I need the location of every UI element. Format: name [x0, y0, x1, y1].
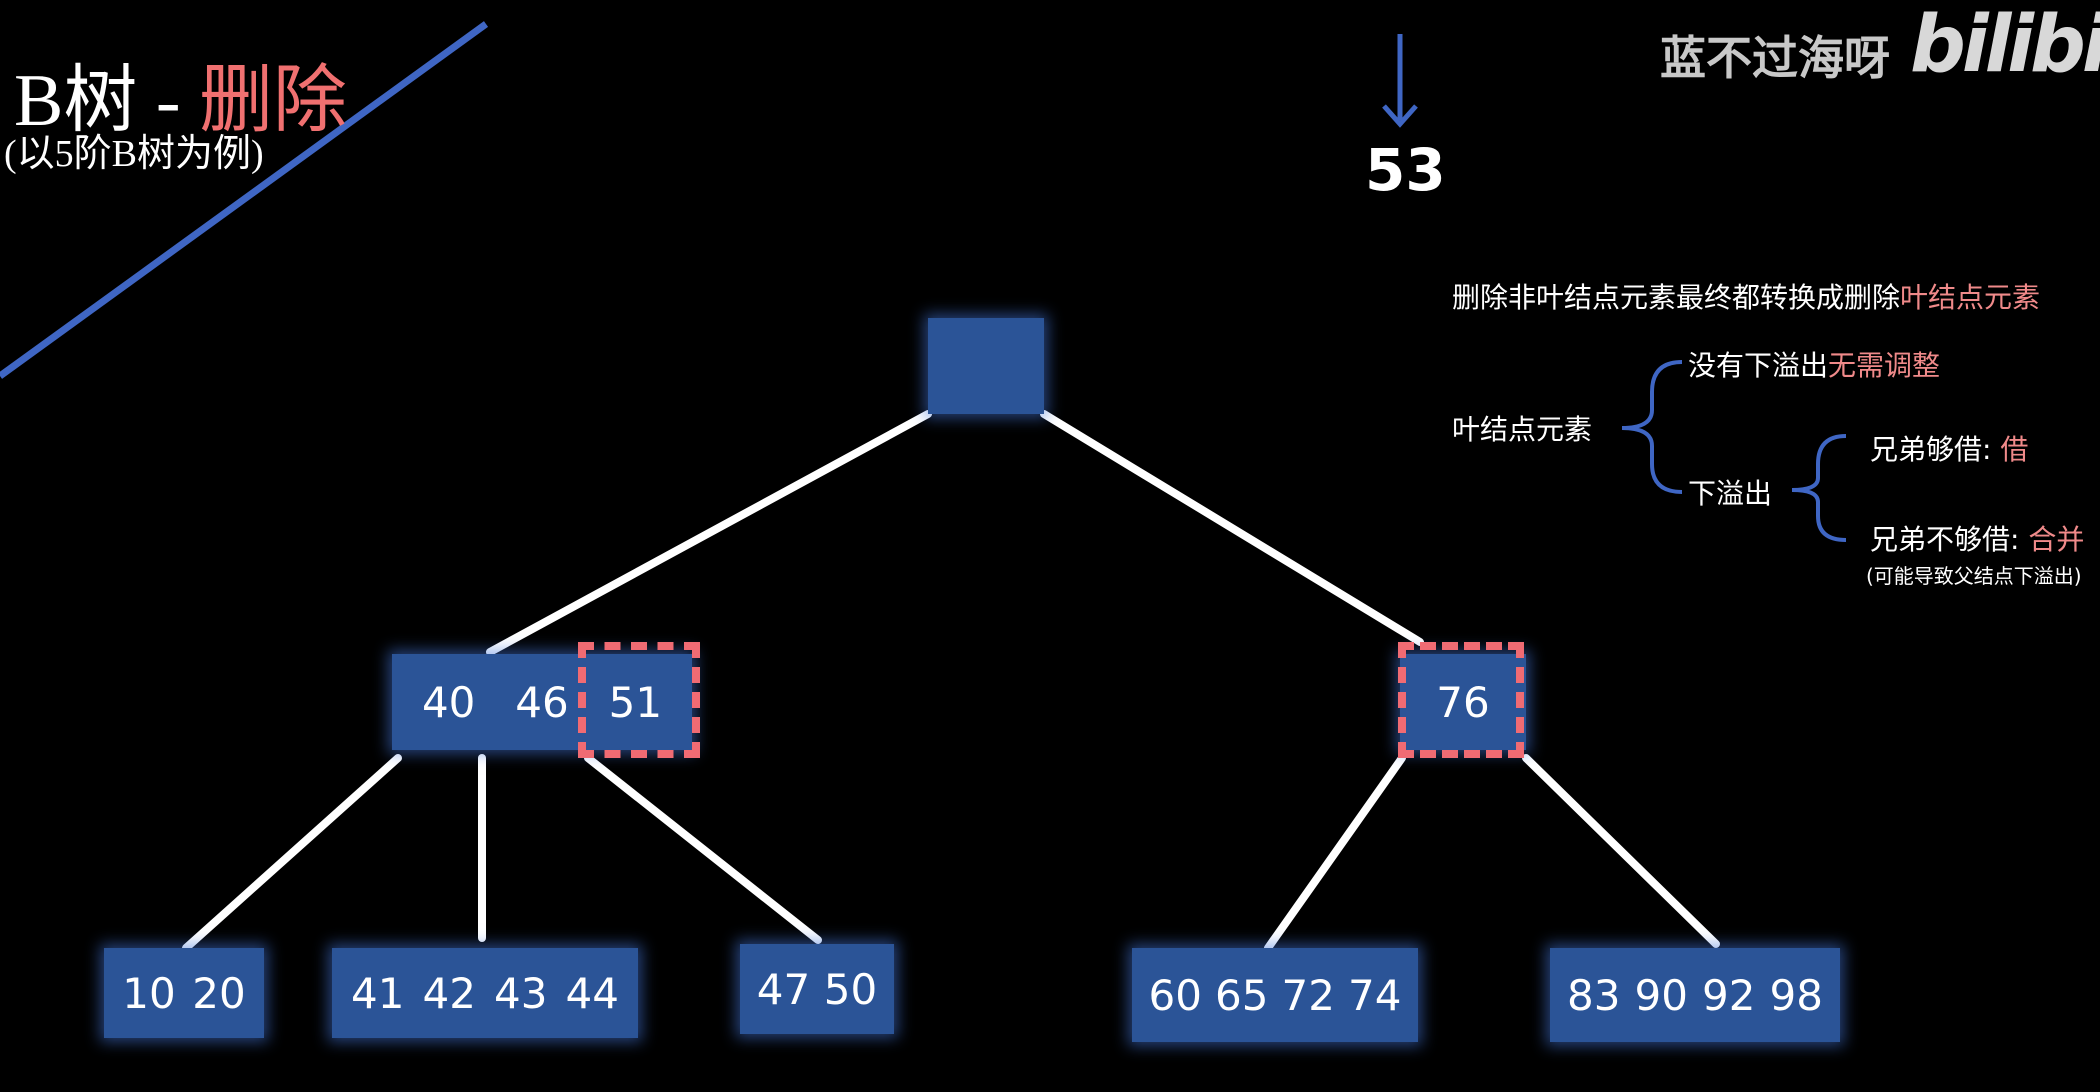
rule-leaf-label: 叶结点元素 [1452, 413, 1593, 446]
node-key: 40 [421, 677, 476, 727]
rule-top: 删除非叶结点元素最终都转换成删除叶结点元素 [1452, 276, 2040, 316]
tree-node-leaf-4: 60 65 72 74 [1132, 948, 1418, 1042]
node-key: 90 [1634, 970, 1688, 1020]
rule-no-underflow: 没有下溢出无需调整 [1688, 344, 1940, 384]
node-key: 20 [192, 968, 246, 1018]
node-key: 51 [608, 677, 663, 727]
arrow-down-icon [1382, 104, 1418, 128]
rule-top-highlight: 叶结点元素 [1900, 281, 2041, 314]
title-highlight: 删除 [199, 57, 347, 143]
tree-node-leaf-3: 47 50 [740, 944, 894, 1034]
node-key: 76 [1436, 677, 1490, 727]
decor-diagonal-stripe [0, 21, 489, 379]
uploader-watermark: 蓝不过海呀 [1660, 31, 1890, 85]
tree-node-leaf-2: 41 42 43 44 [332, 948, 638, 1038]
rule-sibling-not-enough-text: 兄弟不够借: [1870, 523, 2029, 556]
rule-sibling-not-enough-highlight: 合并 [2028, 523, 2085, 556]
node-key: 43 [494, 968, 548, 1018]
node-key: 50 [823, 964, 878, 1014]
highlight-box-76 [1398, 642, 1524, 758]
tree-node-level1-left: 40 46 51 [392, 654, 692, 750]
rule-no-underflow-text: 没有下溢出 [1688, 349, 1829, 382]
node-key: 47 [756, 964, 811, 1014]
deleting-key-label: 53 [1365, 136, 1446, 204]
node-key: 72 [1281, 970, 1335, 1020]
tree-edges [182, 410, 1720, 952]
tree-node-level1-right: 76 [1400, 654, 1526, 750]
slide-subtitle: (以5阶B树为例) [4, 133, 264, 175]
rule-note: (可能导致父结点下溢出) [1866, 564, 2082, 588]
edge-root-left [486, 410, 932, 656]
node-key: 83 [1567, 970, 1621, 1020]
rule-sibling-enough-highlight: 借 [2000, 433, 2029, 466]
tree-node-leaf-5: 83 90 92 98 [1550, 948, 1840, 1042]
rule-sibling-not-enough: 兄弟不够借: 合并 [1870, 518, 2084, 558]
highlight-box-51 [578, 642, 700, 758]
rule-sibling-enough: 兄弟够借: 借 [1870, 428, 2028, 468]
tree-node-leaf-1: 10 20 [104, 948, 264, 1038]
node-key: 42 [422, 968, 476, 1018]
node-key: 98 [1769, 970, 1823, 1020]
node-key: 10 [122, 968, 176, 1018]
rule-underflow-label: 下溢出 [1688, 477, 1773, 510]
rule-no-underflow-highlight: 无需调整 [1828, 349, 1941, 382]
edge-left-leaf1 [182, 754, 402, 952]
edge-right-leaf5 [1522, 754, 1720, 948]
brace-underflow [1791, 434, 1847, 542]
rule-braces [1621, 360, 1847, 542]
node-key: 60 [1148, 970, 1202, 1020]
slide-title: B树 - 删除 [14, 40, 347, 147]
rule-top-text: 删除非叶结点元素最终都转换成删除 [1452, 281, 1901, 314]
node-key: 65 [1215, 970, 1269, 1020]
node-key: 41 [351, 968, 405, 1018]
node-key: 44 [565, 968, 619, 1018]
title-main: B树 - [14, 60, 199, 142]
edge-left-leaf3 [584, 754, 822, 944]
tree-node-root [928, 318, 1044, 414]
rule-sibling-enough-text: 兄弟够借: [1870, 433, 2001, 466]
bilibili-logo: bilibili [1910, 0, 2100, 90]
edge-root-right [1040, 410, 1424, 646]
node-key: 46 [515, 677, 569, 727]
node-key: 92 [1702, 970, 1756, 1020]
edge-right-leaf4 [1264, 754, 1406, 952]
node-key: 74 [1348, 970, 1402, 1020]
brace-leaf [1621, 360, 1683, 494]
